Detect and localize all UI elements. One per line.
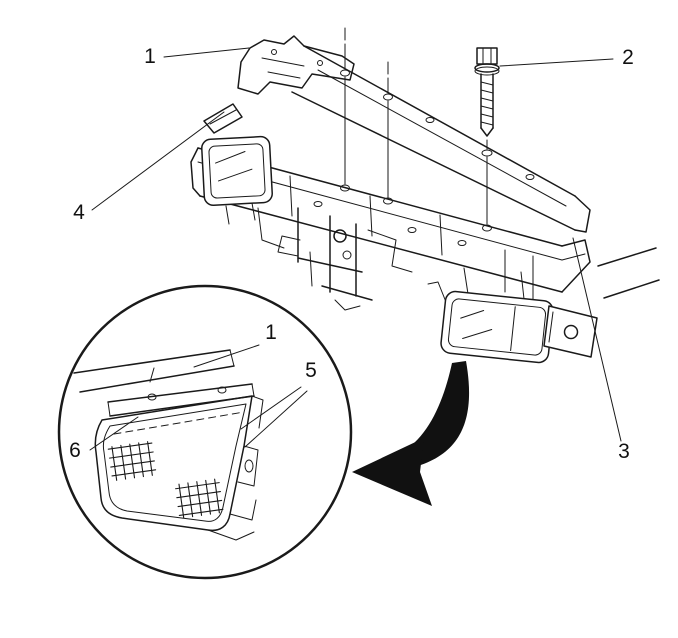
leader-line-inset-1 — [193, 344, 260, 368]
leader-line-5b — [244, 390, 308, 448]
center-brackets — [277, 207, 413, 311]
detail-inset: 1 5 6 — [57, 284, 353, 580]
callout-1-label: 1 — [144, 45, 156, 68]
leader-line-6 — [89, 416, 139, 451]
inset-callouts: 1 5 6 — [69, 321, 317, 462]
leader-line-5a — [240, 386, 302, 430]
leader-line-3 — [572, 237, 622, 442]
callout-5-label: 5 — [305, 359, 317, 382]
inset-circle — [57, 284, 353, 580]
lens-hatch-center — [175, 478, 224, 519]
body-contour-lines — [597, 247, 660, 299]
callout-inset-1-label: 1 — [265, 321, 277, 344]
right-headlamp — [427, 249, 598, 364]
callout-6-label: 6 — [69, 439, 81, 462]
gasket-dashed-line — [113, 411, 245, 435]
callout-2-label: 2 — [622, 46, 634, 69]
headlamp-detail — [73, 349, 264, 541]
lens-hatch-left — [107, 441, 157, 481]
detail-arrow — [352, 361, 470, 506]
header-panel-assembly — [190, 27, 660, 364]
left-headlamp — [201, 103, 285, 249]
mounting-bolt — [474, 47, 500, 137]
leader-line-4 — [91, 111, 225, 211]
callout-3-label: 3 — [618, 440, 630, 463]
leader-line-2 — [499, 58, 614, 67]
main-callouts: 1 2 3 4 — [73, 45, 634, 463]
tie-bar — [237, 35, 591, 233]
callout-4-label: 4 — [73, 201, 85, 224]
leader-line-1 — [163, 47, 250, 58]
bolt-centerlines — [340, 27, 492, 232]
